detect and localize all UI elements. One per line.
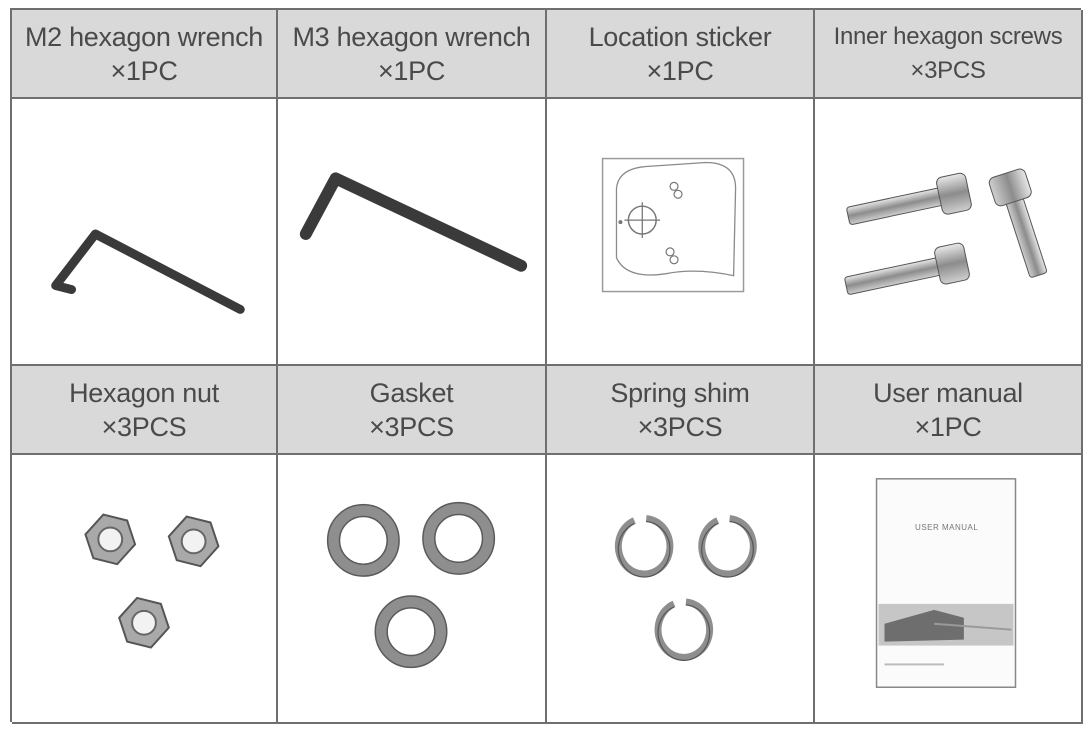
item-qty: ×1PC [110,55,178,86]
item-qty: ×3PCS [369,411,454,442]
header-m2-wrench: M2 hexagon wrench ×1PC [12,10,278,99]
image-user-manual: USER MANUAL [815,455,1083,724]
image-gaskets [278,455,547,724]
header-m3-wrench: M3 hexagon wrench ×1PC [278,10,547,99]
item-name: Location sticker [588,21,772,52]
image-hex-screws [815,99,1083,366]
item-qty: ×1PC [914,411,982,442]
item-qty: ×3PCS [637,411,723,442]
package-contents-table: M2 hexagon wrench ×1PC M3 hexagon wrench… [10,8,1083,724]
item-qty: ×1PC [377,55,446,86]
m3-hex-wrench-icon [299,172,528,272]
header-location-sticker: Location sticker ×1PC [547,10,815,99]
item-name: Spring shim [610,377,750,408]
item-name: M3 hexagon wrench [292,21,531,52]
image-spring-shims [547,455,815,724]
item-qty: ×3PCS [910,56,986,84]
item-name: M2 hexagon wrench [24,21,264,52]
spring-shims-icon [614,515,757,661]
hex-screws-icon [844,168,1047,295]
item-name: Gasket [369,377,454,408]
header-hex-nut: Hexagon nut ×3PCS [12,366,278,455]
image-m3-wrench [278,99,547,366]
image-m2-wrench [12,99,278,366]
image-hex-nuts [12,455,278,724]
image-location-sticker [547,99,815,366]
header-user-manual: User manual ×1PC [815,366,1083,455]
header-spring-shim: Spring shim ×3PCS [547,366,815,455]
user-manual-icon [875,478,1017,689]
m2-hex-wrench-icon [51,229,245,314]
location-sticker-icon [601,157,745,293]
item-name: User manual [873,377,1023,408]
header-hex-screws: Inner hexagon screws ×3PCS [815,10,1083,99]
hex-nuts-icon [84,513,220,649]
item-qty: ×1PC [646,55,714,86]
item-name: Hexagon nut [69,377,219,408]
gaskets-icon [326,501,496,669]
item-qty: ×3PCS [101,411,187,442]
item-name: Inner hexagon screws [833,22,1063,50]
header-gasket: Gasket ×3PCS [278,366,547,455]
manual-cover-title: USER MANUAL [915,523,979,532]
